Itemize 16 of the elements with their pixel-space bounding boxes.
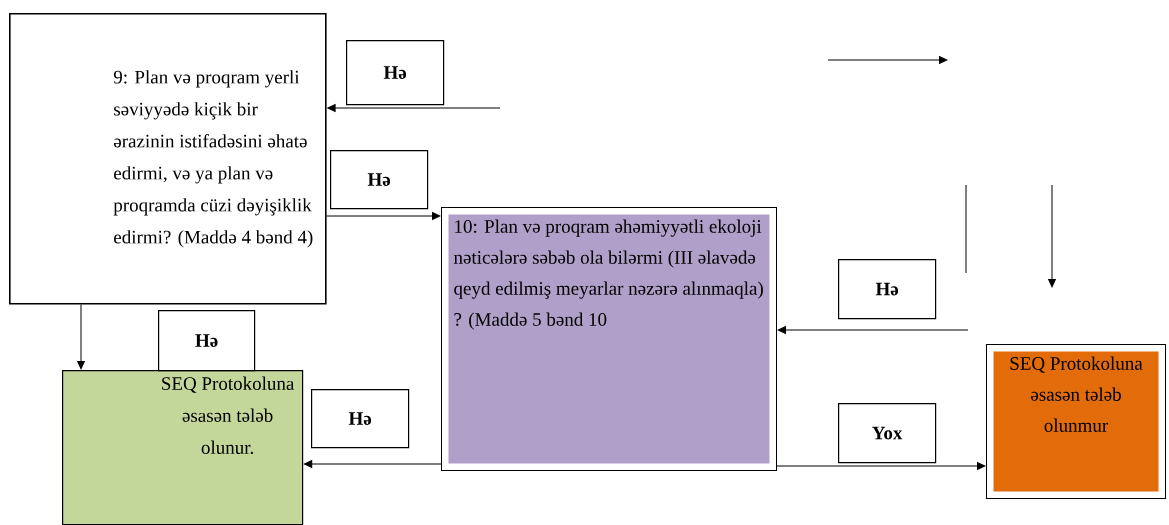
arrow bbox=[303, 460, 442, 468]
arrow bbox=[777, 326, 969, 334]
arrow bbox=[327, 104, 501, 112]
answer-box: Hə bbox=[330, 150, 429, 210]
question-box: 9: Plan və proqram yerli səviyyədə kiçik bir ərazinin istifadəsini əhatə edirmi, və ya plan və proqramda cüzi dəyişiklik edirmi? (Maddə 4 bənd 4) bbox=[9, 13, 327, 305]
arrow bbox=[326, 212, 441, 220]
question-box: 10: Plan və proqram əhəmiyyətli ekoloji nəticələrə səbəb ola bilərmi (III əlavədə qeyd edilmiş meyarlar nəzərə alınmaqla) ? (Maddə 5 bənd 10 bbox=[441, 207, 777, 471]
result-box: SEQ Protokoluna əsasən tələb olunmur bbox=[986, 344, 1166, 499]
answer-box: Hə bbox=[311, 389, 410, 449]
arrow bbox=[77, 304, 85, 370]
answer-box: Hə bbox=[158, 310, 256, 372]
arrow bbox=[776, 462, 986, 470]
answer-box: Yox bbox=[838, 403, 937, 464]
result-box: SEQ Protokoluna əsasən tələb olunur. bbox=[62, 370, 304, 525]
answer-box: Hə bbox=[838, 259, 937, 320]
answer-box: Hə bbox=[346, 40, 445, 106]
